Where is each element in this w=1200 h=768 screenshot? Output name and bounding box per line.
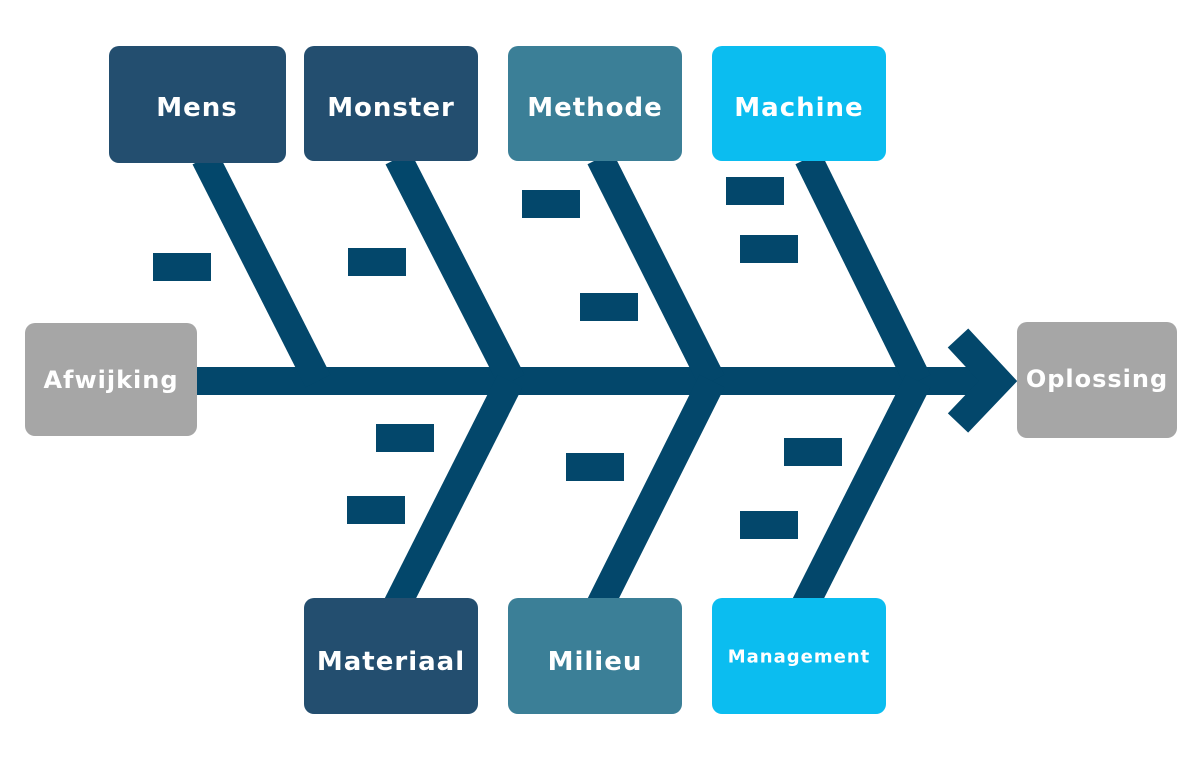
problem-box: Afwijking	[25, 323, 197, 436]
problem-label: Afwijking	[43, 366, 178, 394]
category-box-monster: Monster	[304, 46, 478, 161]
cause-marker	[348, 248, 406, 276]
category-label: Milieu	[548, 647, 643, 677]
category-box-bg	[508, 46, 682, 161]
category-label: Mens	[156, 93, 238, 123]
rib-methode	[587, 151, 725, 388]
category-box-bg	[304, 598, 478, 714]
category-box-methode: Methode	[508, 46, 682, 161]
category-label: Monster	[327, 93, 455, 123]
category-label: Methode	[527, 93, 663, 123]
category-label: Management	[728, 647, 871, 668]
rib-machine	[795, 151, 931, 388]
solution-box-bg	[1017, 322, 1177, 438]
category-box-management: Management	[712, 598, 886, 714]
category-box-bg	[508, 598, 682, 714]
rib-mens	[192, 151, 331, 388]
cause-marker	[784, 438, 842, 466]
cause-marker	[347, 496, 405, 524]
cause-marker	[522, 190, 580, 218]
cause-marker	[580, 293, 638, 321]
cause-marker	[740, 235, 798, 263]
cause-marker	[726, 177, 784, 205]
category-box-bg	[109, 46, 286, 163]
cause-marker	[153, 253, 211, 281]
solution-label: Oplossing	[1026, 365, 1168, 393]
category-box-mens: Mens	[109, 46, 286, 163]
category-label: Machine	[734, 93, 863, 123]
category-box-bg	[712, 598, 886, 714]
rib-materiaal	[384, 374, 523, 612]
rib-management	[792, 374, 931, 612]
cause-marker	[740, 511, 798, 539]
spine-arrowhead	[947, 328, 1018, 433]
problem-box-bg	[25, 323, 197, 436]
solution-box: Oplossing	[1017, 322, 1177, 438]
category-label: Materiaal	[317, 647, 465, 677]
rib-milieu	[587, 374, 725, 612]
cause-markers	[153, 177, 842, 539]
cause-marker	[376, 424, 434, 452]
category-box-milieu: Milieu	[508, 598, 682, 714]
category-box-materiaal: Materiaal	[304, 598, 478, 714]
rib-monster	[385, 151, 525, 388]
category-box-bg	[304, 46, 478, 161]
category-box-machine: Machine	[712, 46, 886, 161]
cause-marker	[566, 453, 624, 481]
category-box-bg	[712, 46, 886, 161]
